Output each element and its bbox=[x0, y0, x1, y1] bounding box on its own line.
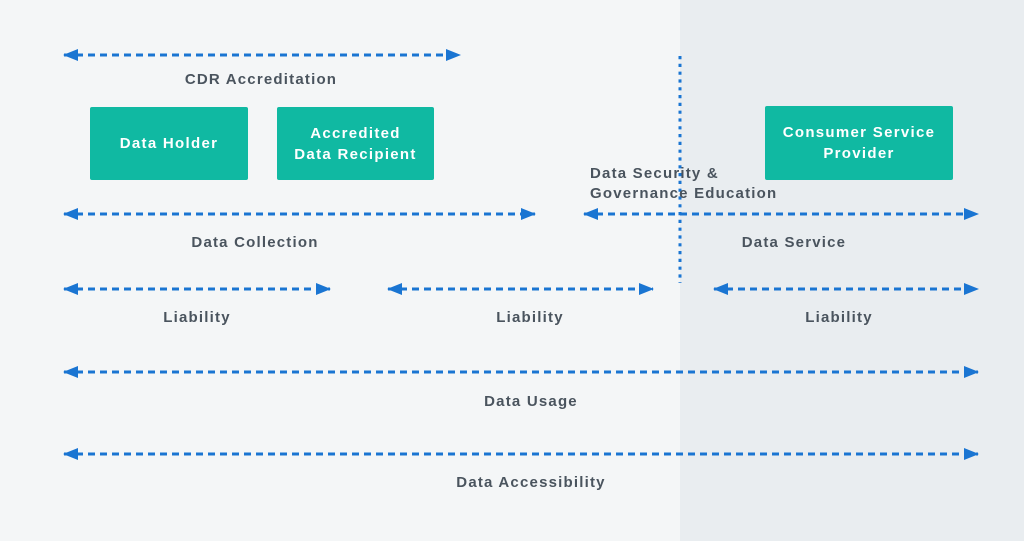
consumer-service-provider-label: Consumer Service Provider bbox=[782, 124, 936, 162]
data-usage-label: Data Usage bbox=[484, 393, 578, 410]
data-holder-label: Data Holder bbox=[119, 135, 219, 152]
liability-left-label: Liability bbox=[163, 309, 231, 326]
accredited-data-recipient-label: Accredited Data Recipient bbox=[294, 124, 417, 163]
liability-middle-label: Liability bbox=[496, 309, 564, 326]
accredited-data-recipient-box: Accredited Data Recipient bbox=[277, 107, 434, 180]
data-holder-box: Data Holder bbox=[90, 107, 248, 180]
data-service-label: Data Service bbox=[741, 234, 847, 251]
data-accessibility-label: Data Accessibility bbox=[456, 474, 606, 491]
liability-right-label: Liability bbox=[805, 309, 873, 326]
data-security-governance-label: Data Security & Governance Education bbox=[590, 165, 778, 202]
cdr-accreditation-label: CDR Accreditation bbox=[184, 71, 338, 88]
consumer-service-provider-box: Consumer Service Provider bbox=[765, 106, 953, 180]
data-collection-label: Data Collection bbox=[191, 234, 319, 251]
